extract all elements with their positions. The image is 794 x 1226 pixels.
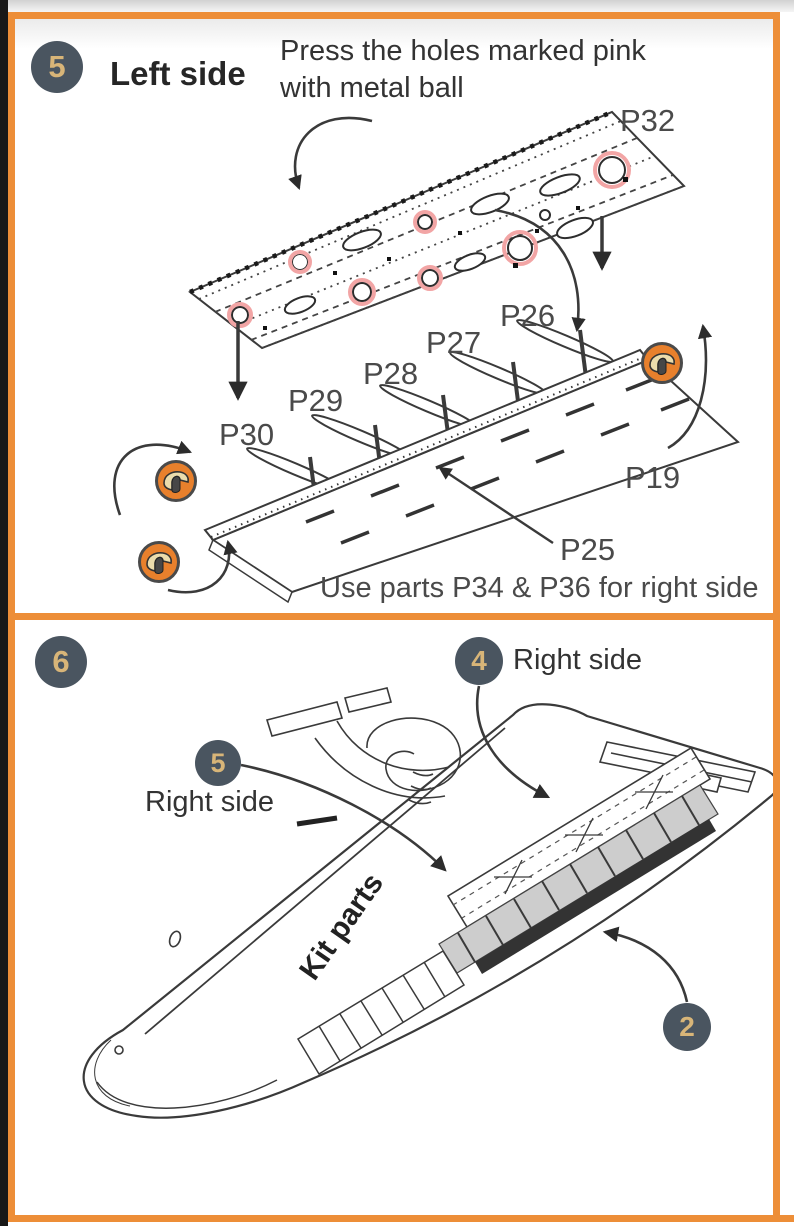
callout-2-leader (602, 926, 689, 1003)
fastener-oval (168, 930, 182, 948)
vent-dashes (305, 377, 690, 545)
step-6-illustration (82, 685, 773, 1119)
callout-5-leader (240, 763, 447, 872)
callout-leaders (240, 685, 689, 1003)
part-label-p30: P30 (219, 417, 275, 452)
step-5-number: 5 (48, 49, 66, 84)
curved-arrow-left (288, 116, 373, 191)
part-label-p19: P19 (625, 460, 681, 495)
bend-fold-icon (155, 460, 197, 502)
step-5-illustration (113, 109, 740, 604)
instruction-line-1: Press the holes marked pink (280, 35, 646, 67)
bend-arrow-up (667, 323, 713, 450)
pink-marked-holes (227, 151, 631, 328)
step-5-footnote: Use parts P34 & P36 for right side (320, 572, 759, 604)
step-5-badge: 5 (31, 41, 83, 93)
callout-4-badge: 4 (455, 637, 503, 685)
bend-operations (113, 323, 713, 594)
step-5-side-label: Left side (110, 55, 246, 92)
step-5-instruction: Press the holes marked pink with metal b… (280, 33, 646, 107)
part-label-p28: P28 (363, 356, 419, 391)
callout-5-badge: 5 (195, 740, 241, 786)
dark-trailing-band (475, 819, 716, 974)
step-5-panel: 5 Left side Press the holes marked pink … (8, 12, 780, 613)
bend-fold-icon (138, 541, 180, 583)
callout-4-leader (475, 685, 551, 799)
wing-fold-mechanism (265, 687, 462, 805)
page-edge-top (8, 0, 794, 12)
kit-rib-strip (296, 949, 466, 1076)
plain-slots (283, 173, 594, 315)
callout-5-label: Right side (145, 786, 274, 818)
photoetch-gray-strip (438, 784, 719, 974)
callout-2-number: 2 (679, 1011, 695, 1042)
frame-bottom-extension (778, 1215, 794, 1222)
leading-edge-mark (296, 815, 338, 827)
rib-blades (246, 319, 614, 524)
p32-plate (188, 109, 686, 350)
part-label-p32: P32 (620, 103, 676, 138)
callout-2-badge: 2 (663, 1003, 711, 1051)
step-6-badge: 6 (35, 636, 87, 688)
callout-4-number: 4 (471, 645, 487, 676)
part-label-p29: P29 (288, 383, 344, 418)
step-6-number: 6 (52, 644, 70, 679)
callout-5-number: 5 (210, 747, 226, 778)
bend-arrow-loop (113, 440, 192, 516)
callout-4-label: Right side (513, 644, 642, 676)
p25-leader-arrow (438, 466, 554, 544)
part-label-p25: P25 (560, 532, 616, 567)
bend-fold-icon (641, 342, 683, 384)
wing-underside (82, 687, 773, 1119)
assembly-arrows (228, 116, 612, 401)
step-6-panel: 6 4 Right side 5 Right side 2 Kit parts (8, 613, 780, 1222)
instruction-line-2: with metal ball (280, 72, 464, 104)
bend-arrow-lower (167, 539, 238, 594)
part-label-p26: P26 (500, 298, 556, 333)
part-label-p27: P27 (426, 325, 482, 360)
page-edge-left (0, 0, 8, 1226)
etched-dots (263, 177, 628, 330)
fastener-circle (114, 1045, 124, 1055)
curved-arrow-middle (494, 208, 586, 333)
